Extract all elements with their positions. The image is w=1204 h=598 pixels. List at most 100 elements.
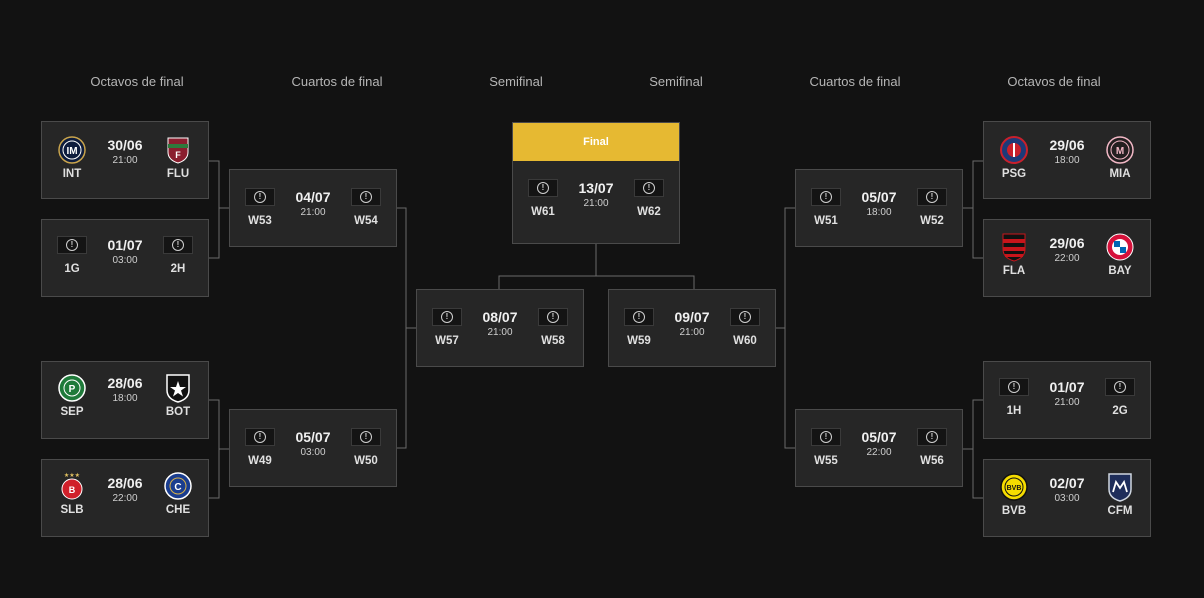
match-card-final[interactable]: Final ! W61 13/07 21:00 ! W62: [512, 122, 680, 244]
team-code: BAY: [1108, 265, 1132, 277]
home-team[interactable]: P SEP: [42, 373, 102, 418]
team-code: 2H: [170, 263, 186, 275]
svg-text:F: F: [175, 150, 181, 160]
team-code: W58: [541, 335, 565, 347]
match-date: 02/07: [1049, 475, 1085, 491]
home-team[interactable]: ! W59: [609, 302, 669, 347]
round-title-octavos-left: Octavos de final: [90, 74, 184, 89]
svg-text:★★★: ★★★: [64, 472, 80, 479]
match-info: 02/07 03:00: [1032, 475, 1102, 504]
home-team[interactable]: ! W61: [513, 173, 573, 218]
team-code: W60: [733, 335, 757, 347]
match-date: 30/06: [107, 137, 143, 153]
match-info: 05/07 22:00: [844, 429, 914, 458]
team-code: W54: [354, 215, 378, 227]
placeholder-team-icon: !: [351, 188, 381, 206]
round-title-semifinal-left: Semifinal: [489, 74, 543, 89]
match-time: 18:00: [866, 207, 892, 218]
home-team[interactable]: ! W53: [230, 182, 290, 227]
away-team[interactable]: BOT: [148, 373, 208, 418]
match-info: 13/07 21:00: [561, 180, 631, 209]
match-card-w57-w58[interactable]: ! W57 08/07 21:00 ! W58: [416, 289, 584, 367]
benfica-crest-icon: ★★★B: [57, 471, 87, 501]
placeholder-team-icon: !: [1105, 378, 1135, 396]
home-team[interactable]: ! 1H: [984, 372, 1044, 417]
match-card-psg-mia[interactable]: PSG 29/06 18:00 M MIA: [983, 121, 1151, 199]
match-date: 05/07: [861, 429, 897, 445]
home-team[interactable]: FLA: [984, 232, 1044, 277]
final-header: Final: [513, 123, 679, 161]
placeholder-team-icon: !: [811, 428, 841, 446]
match-info: 01/07 21:00: [1032, 379, 1102, 408]
match-card-w55-w56[interactable]: ! W55 05/07 22:00 ! W56: [795, 409, 963, 487]
match-card-w51-w52[interactable]: ! W51 05/07 18:00 ! W52: [795, 169, 963, 247]
botafogo-crest-icon: [163, 373, 193, 403]
away-team[interactable]: ! W60: [715, 302, 775, 347]
away-team[interactable]: ! W52: [902, 182, 962, 227]
monterrey-crest-icon: [1105, 472, 1135, 502]
team-code: W52: [920, 215, 944, 227]
home-team[interactable]: IM INT: [42, 135, 102, 180]
match-card-w53-w54[interactable]: ! W53 04/07 21:00 ! W54: [229, 169, 397, 247]
team-code: W49: [248, 455, 272, 467]
away-team[interactable]: CFM: [1090, 472, 1150, 517]
match-time: 21:00: [1054, 397, 1080, 408]
match-info: 04/07 21:00: [278, 189, 348, 218]
match-card-fla-bay[interactable]: FLA 29/06 22:00 BAY: [983, 219, 1151, 297]
flamengo-crest-icon: [999, 232, 1029, 262]
team-code: W53: [248, 215, 272, 227]
away-team[interactable]: ! W54: [336, 182, 396, 227]
away-team[interactable]: ! W58: [523, 302, 583, 347]
match-card-w59-w60[interactable]: ! W59 09/07 21:00 ! W60: [608, 289, 776, 367]
svg-text:M: M: [1116, 146, 1124, 157]
match-date: 04/07: [295, 189, 331, 205]
team-code: CFM: [1107, 505, 1133, 517]
placeholder-team-icon: !: [163, 236, 193, 254]
match-info: 05/07 03:00: [278, 429, 348, 458]
svg-text:BVB: BVB: [1007, 485, 1022, 492]
away-team[interactable]: ! 2H: [148, 230, 208, 275]
home-team[interactable]: ! W49: [230, 422, 290, 467]
away-team[interactable]: ! W62: [619, 173, 679, 218]
match-card-1g-2h[interactable]: ! 1G 01/07 03:00 ! 2H: [41, 219, 209, 297]
home-team[interactable]: ! W55: [796, 422, 856, 467]
home-team[interactable]: BVB BVB: [984, 472, 1044, 517]
team-code: 1H: [1006, 405, 1022, 417]
away-team[interactable]: ! W50: [336, 422, 396, 467]
palmeiras-crest-icon: P: [57, 373, 87, 403]
round-title-octavos-right: Octavos de final: [1007, 74, 1101, 89]
match-time: 21:00: [679, 327, 705, 338]
round-title-cuartos-right: Cuartos de final: [809, 74, 901, 89]
match-info: 28/06 18:00: [90, 375, 160, 404]
inter-miami-crest-icon: M: [1105, 135, 1135, 165]
away-team[interactable]: F FLU: [148, 135, 208, 180]
placeholder-team-icon: !: [528, 179, 558, 197]
match-card-sep-bot[interactable]: P SEP 28/06 18:00 BOT: [41, 361, 209, 439]
match-card-1h-2g[interactable]: ! 1H 01/07 21:00 ! 2G: [983, 361, 1151, 439]
placeholder-team-icon: !: [917, 428, 947, 446]
away-team[interactable]: BAY: [1090, 232, 1150, 277]
home-team[interactable]: ★★★B SLB: [42, 471, 102, 516]
home-team[interactable]: PSG: [984, 135, 1044, 180]
away-team[interactable]: ! 2G: [1090, 372, 1150, 417]
match-date: 08/07: [482, 309, 518, 325]
placeholder-team-icon: !: [917, 188, 947, 206]
home-team[interactable]: ! W51: [796, 182, 856, 227]
match-card-slb-che[interactable]: ★★★B SLB 28/06 22:00 C CHE: [41, 459, 209, 537]
away-team[interactable]: M MIA: [1090, 135, 1150, 180]
away-team[interactable]: ! W56: [902, 422, 962, 467]
team-code: W56: [920, 455, 944, 467]
match-date: 01/07: [107, 237, 143, 253]
match-info: 01/07 03:00: [90, 237, 160, 266]
match-card-w49-w50[interactable]: ! W49 05/07 03:00 ! W50: [229, 409, 397, 487]
placeholder-team-icon: !: [811, 188, 841, 206]
team-code: 2G: [1112, 405, 1128, 417]
match-card-int-flu[interactable]: IM INT 30/06 21:00 F FLU: [41, 121, 209, 199]
away-team[interactable]: C CHE: [148, 471, 208, 516]
match-date: 01/07: [1049, 379, 1085, 395]
match-card-bvb-cfm[interactable]: BVB BVB 02/07 03:00 CFM: [983, 459, 1151, 537]
home-team[interactable]: ! 1G: [42, 230, 102, 275]
match-date: 05/07: [861, 189, 897, 205]
home-team[interactable]: ! W57: [417, 302, 477, 347]
match-time: 18:00: [1054, 155, 1080, 166]
